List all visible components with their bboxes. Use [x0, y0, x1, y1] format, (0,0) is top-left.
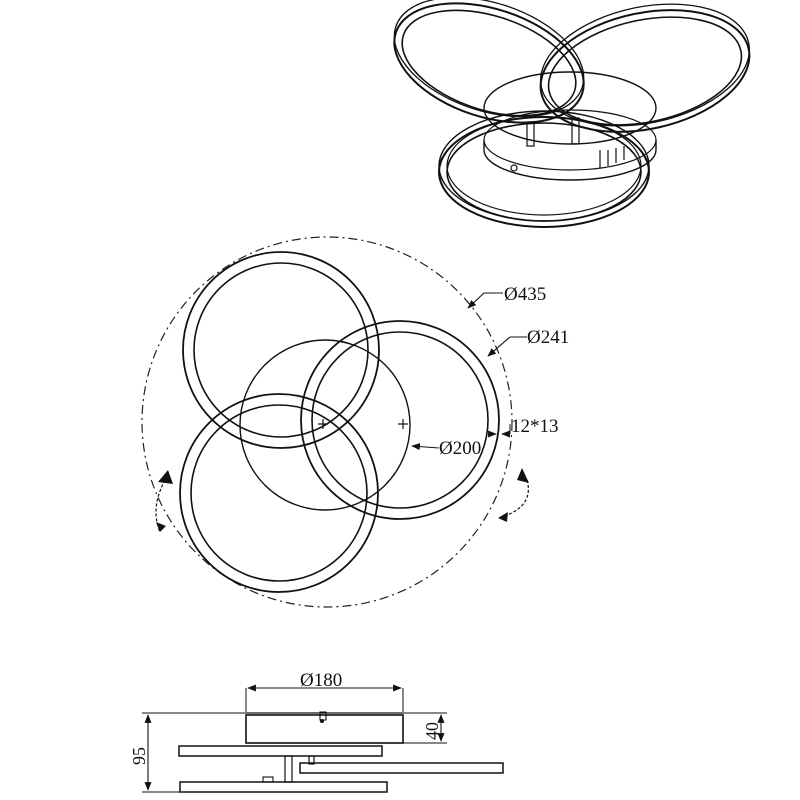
base-circle	[239, 339, 411, 511]
plan-ring-top-left	[182, 251, 380, 449]
label-base-diameter-side: Ø180	[300, 670, 342, 691]
outer-diameter-circle	[141, 236, 513, 608]
rotation-arrow-left-icon	[155, 470, 173, 533]
perspective-view	[393, 0, 751, 228]
dim-total-height: 95	[129, 712, 246, 793]
side-ring-right	[299, 762, 504, 774]
dim-base-height: 40	[403, 712, 447, 744]
side-base	[245, 714, 404, 744]
label-total-height: 95	[129, 747, 149, 765]
dim-ring-section: 12*13	[488, 416, 559, 438]
label-ring-section: 12*13	[511, 416, 559, 437]
side-ring-upper	[178, 745, 383, 757]
plan-ring-right	[300, 320, 500, 520]
perspective-ring-right	[539, 3, 751, 133]
dim-outer-diameter: Ø435	[467, 284, 546, 309]
label-base-diameter-plan: Ø200	[439, 438, 481, 459]
label-ring-diameter: Ø241	[527, 327, 569, 348]
label-outer-diameter: Ø435	[504, 284, 546, 305]
dim-base-diameter-side: Ø180	[245, 670, 404, 712]
plan-ring-bottom-left	[179, 393, 379, 593]
dim-base-diameter-plan: Ø200	[411, 438, 481, 459]
side-view: Ø180 40 95	[129, 670, 504, 793]
perspective-ring-bottom	[438, 110, 650, 228]
plan-view: Ø435 Ø241 12*13 Ø200	[141, 236, 569, 608]
dim-ring-diameter: Ø241	[487, 327, 569, 357]
side-ring-lower	[179, 781, 388, 793]
rotation-arrow-right-icon	[498, 468, 529, 522]
perspective-ring-left	[393, 0, 585, 124]
mount-points	[318, 419, 408, 429]
label-base-height: 40	[422, 722, 442, 740]
